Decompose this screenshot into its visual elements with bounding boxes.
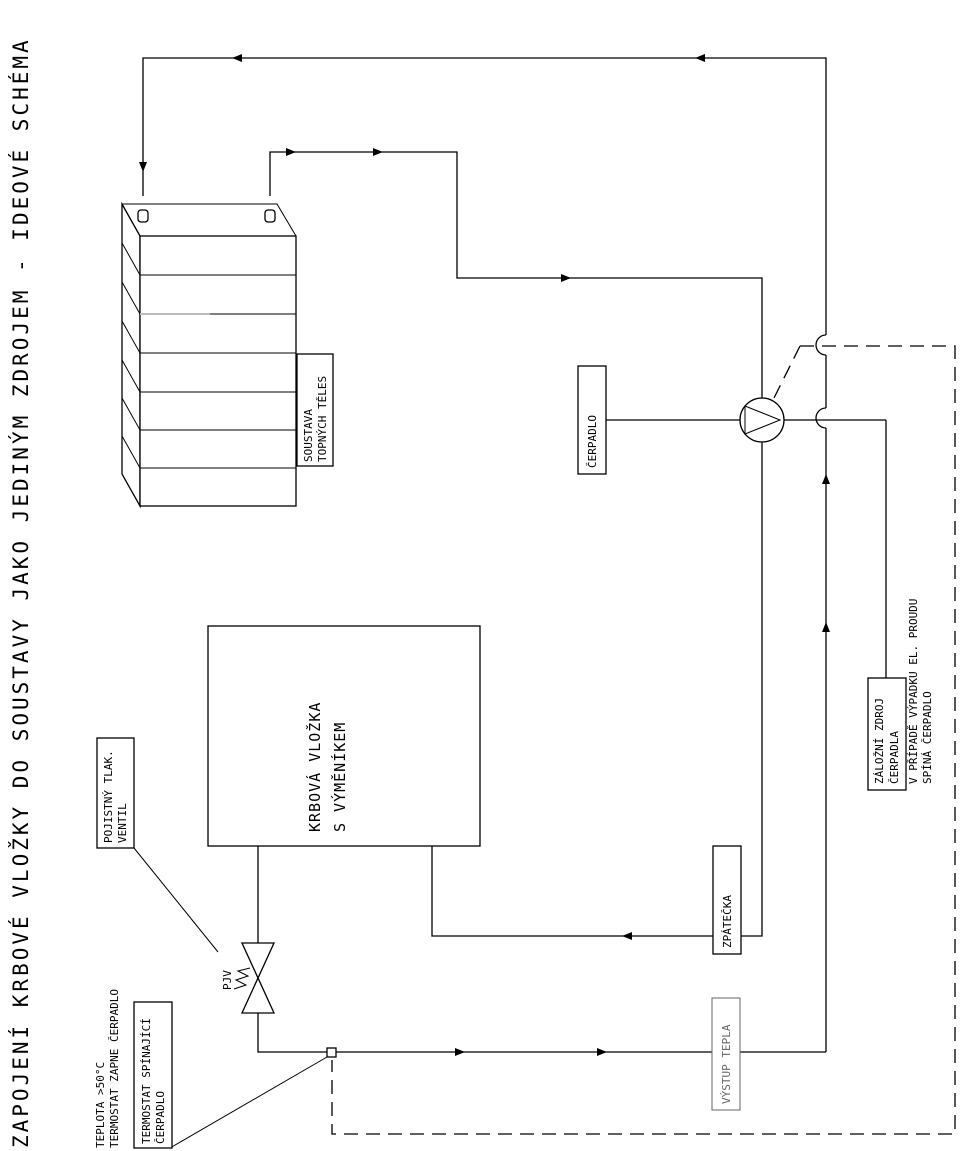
- thermostat-sensor: [169, 1047, 337, 1149]
- radiator-outlet-fitting: [264, 209, 276, 223]
- radiator-inlet-fitting: [137, 209, 149, 223]
- valve-label-line2: VENTIL: [116, 803, 129, 843]
- return-label-text: ZPÁTEČKA: [721, 895, 734, 948]
- backup-power-label: ZÁLOŽNÍ ZDROJ ČERPADLA V PŘÍPADĚ VÝPADKU…: [867, 599, 934, 791]
- return-pipe: [431, 442, 763, 940]
- thermostat-box-line2: ČERPADLO: [154, 1091, 167, 1144]
- valve-label-line1: POJISTNÝ TLAK.: [102, 750, 115, 843]
- backup-label-line2: ČERPADLA: [888, 731, 901, 784]
- pump-symbol: [606, 397, 886, 443]
- pump-label-text: ČERPADLO: [586, 415, 599, 468]
- radiator-label-line1: SOUSTAVA: [302, 409, 315, 462]
- radiator-label: SOUSTAVA TOPNÝCH TĚLES: [296, 353, 334, 467]
- radiator-return-pipe: [269, 148, 763, 398]
- backup-note-line1: V PŘÍPADĚ VÝPADKU EL. PROUDU: [907, 599, 920, 784]
- radiator-label-line2: TOPNÝCH TĚLES: [316, 376, 329, 462]
- fireplace-label-line1: KRBOVÁ VLOŽKA: [305, 702, 324, 832]
- valve-tag: PJV: [221, 970, 234, 990]
- radiator-stack: [121, 201, 297, 509]
- heat-output-label-text: VÝSTUP TEPLA: [720, 1024, 733, 1104]
- return-label: ZPÁTEČKA: [712, 845, 742, 955]
- thermostat-note-line1: TEPLOTA >50°C: [94, 1062, 107, 1148]
- safety-valve-symbol: PJV: [221, 942, 276, 1014]
- fireplace-insert: KRBOVÁ VLOŽKA S VÝMĚNÍKEM: [207, 625, 481, 847]
- thermostat-note-line2: TERMOSTAT ZAPNE ČERPADLO: [108, 989, 121, 1148]
- fireplace-label-line2: S VÝMĚNÍKEM: [330, 722, 349, 832]
- heat-output-pipe: [257, 846, 826, 1056]
- thermostat-label: TEPLOTA >50°C TERMOSTAT ZAPNE ČERPADLO T…: [94, 989, 173, 1149]
- safety-valve-label: POJISTNÝ TLAK. VENTIL: [96, 737, 219, 953]
- supply-pipe-top: [139, 54, 830, 1052]
- thermostat-box-line1: TERMOSTAT SPÍNAJÍCÍ: [140, 1018, 153, 1144]
- thermostat-signal-line: [331, 345, 956, 1135]
- diagram-title: ZAPOJENÍ KRBOVÉ VLOŽKY DO SOUSTAVY JAKO …: [8, 37, 33, 1148]
- backup-note-line2: SPÍNÁ ČERPADLO: [921, 691, 934, 784]
- heat-output-label: VÝSTUP TEPLA: [711, 997, 741, 1111]
- pump-label: ČERPADLO: [577, 365, 607, 475]
- backup-label-line1: ZÁLOŽNÍ ZDROJ: [873, 698, 886, 784]
